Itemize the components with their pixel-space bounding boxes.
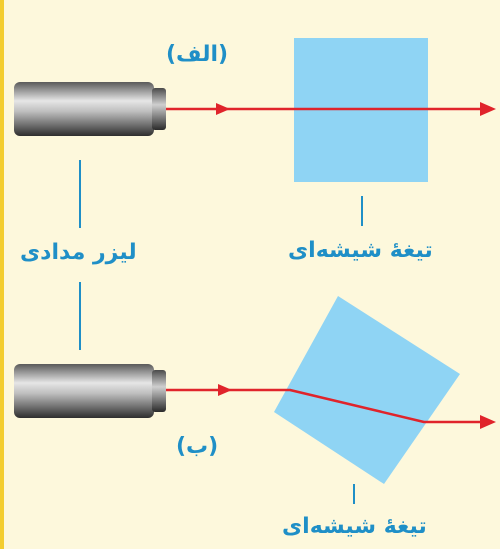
- laser-beam-b: [166, 384, 496, 429]
- panel-a-label: (الف): [166, 42, 229, 67]
- plate-b-label: تیغهٔ شیشه‌ای: [282, 514, 427, 539]
- laser-pointer-b: [14, 364, 166, 418]
- plate-a-label: تیغهٔ شیشه‌ای: [288, 238, 433, 263]
- glass-plate-b: [274, 296, 460, 484]
- left-border: [0, 0, 4, 549]
- panel-b-label: (ب): [176, 434, 219, 459]
- laser-label: لیزر مدادی: [20, 240, 137, 265]
- laser-beam-a: [166, 102, 496, 116]
- laser-pointer-a: [14, 82, 166, 136]
